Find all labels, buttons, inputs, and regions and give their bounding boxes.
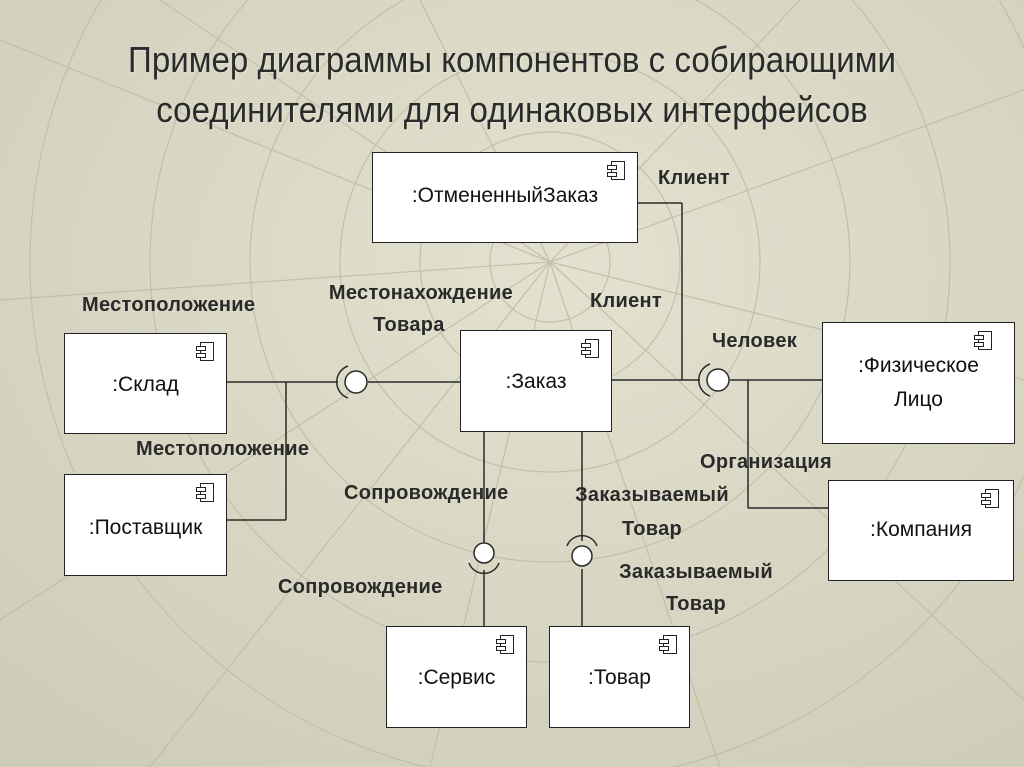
- support-socket: [468, 562, 500, 575]
- label-client-top: Клиент: [658, 167, 731, 189]
- component-icon: [974, 331, 992, 350]
- component-icon: [581, 339, 599, 358]
- label-location-left: Местоположение: [82, 294, 256, 316]
- label-ordered-product-lower-line-1: Заказываемый: [619, 561, 773, 583]
- label-location-lower: Местоположение: [136, 438, 310, 460]
- support-ball: [473, 542, 495, 564]
- component-icon: [496, 635, 514, 654]
- component-company[interactable]: :Компания: [828, 480, 1014, 581]
- component-individual-name-line-2: Лицо: [894, 388, 943, 411]
- component-icon: [981, 489, 999, 508]
- component-product-name: :Товар: [588, 666, 651, 689]
- component-order-name: :Заказ: [505, 370, 567, 393]
- label-organization: Организация: [700, 451, 832, 473]
- client-ball: [706, 368, 730, 392]
- page-title-line-1: Пример диаграммы компонентов с собирающи…: [128, 39, 896, 80]
- location-ball: [344, 370, 368, 394]
- component-warehouse-name: :Склад: [112, 373, 179, 396]
- component-cancelled-order[interactable]: :ОтмененныйЗаказ: [372, 152, 638, 243]
- label-support-lower: Сопровождение: [278, 576, 443, 598]
- label-client-mid: Клиент: [590, 290, 663, 312]
- client-socket: [698, 363, 711, 397]
- label-ordered-product-upper-line-1: Заказываемый: [575, 484, 729, 506]
- component-icon: [659, 635, 677, 654]
- ordered-product-ball: [571, 545, 593, 567]
- page-title-line-2: соединителями для одинаковых интерфейсов: [156, 89, 868, 130]
- component-cancelled-order-name: :ОтмененныйЗаказ: [411, 184, 599, 207]
- component-supplier[interactable]: :Поставщик: [64, 474, 227, 576]
- component-company-name: :Компания: [870, 518, 972, 541]
- component-warehouse[interactable]: :Склад: [64, 333, 227, 434]
- component-icon: [196, 483, 214, 502]
- component-icon: [196, 342, 214, 361]
- component-product[interactable]: :Товар: [549, 626, 690, 728]
- component-service-name: :Сервис: [417, 666, 496, 689]
- label-ordered-product-lower-line-2: Товар: [665, 593, 727, 615]
- label-person: Человек: [712, 330, 798, 352]
- label-ordered-product-upper-line-2: Товар: [621, 518, 683, 540]
- component-icon: [607, 161, 625, 180]
- component-individual[interactable]: :Физическое Лицо: [822, 322, 1015, 444]
- label-support-upper: Сопровождение: [344, 482, 509, 504]
- component-supplier-name: :Поставщик: [88, 516, 203, 539]
- component-service[interactable]: :Сервис: [386, 626, 527, 728]
- component-order[interactable]: :Заказ: [460, 330, 612, 432]
- component-individual-name-line-1: :Физическое: [858, 354, 979, 377]
- label-location-product-line-2: Товара: [373, 314, 445, 336]
- label-location-product-line-1: Местонахождение: [328, 282, 514, 304]
- location-socket: [336, 365, 349, 399]
- ordered-product-socket: [566, 534, 598, 547]
